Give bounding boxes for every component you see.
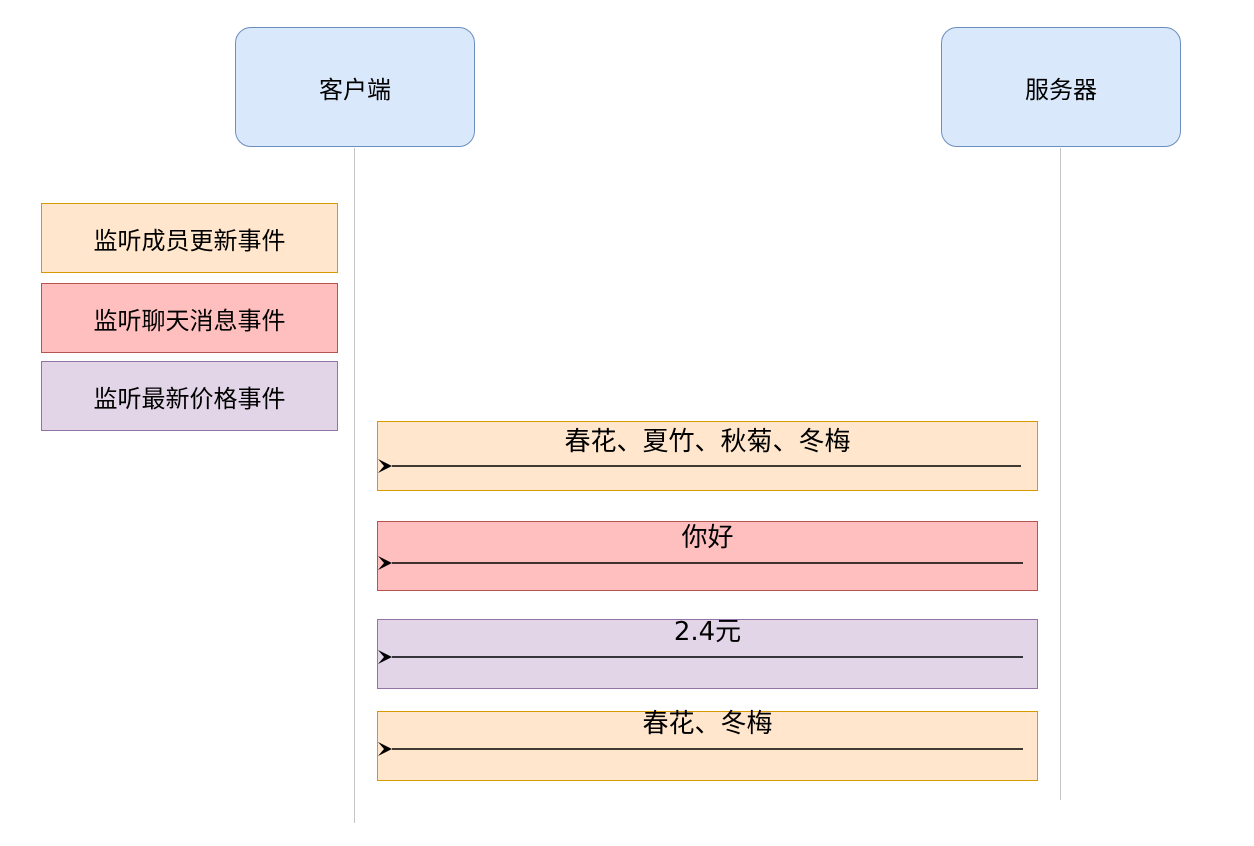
client-actor: 客户端: [235, 27, 475, 147]
server-actor-label: 服务器: [1025, 75, 1097, 104]
server-actor: 服务器: [941, 27, 1181, 147]
subscription-label: 监听最新价格事件: [93, 384, 286, 413]
message-label: 你好: [681, 523, 734, 553]
message-chat: 你好: [377, 521, 1038, 591]
client-lifeline: [354, 148, 355, 823]
message-label: 春花、冬梅: [642, 709, 773, 739]
message-label: 2.4元: [673, 617, 742, 647]
subscription-chat-message: 监听聊天消息事件: [41, 283, 338, 353]
message-label: 春花、夏竹、秋菊、冬梅: [564, 427, 851, 457]
subscription-latest-price: 监听最新价格事件: [41, 361, 338, 431]
client-actor-label: 客户端: [319, 75, 391, 104]
subscription-label: 监听聊天消息事件: [93, 306, 286, 335]
subscription-label: 监听成员更新事件: [93, 226, 286, 255]
subscription-member-update: 监听成员更新事件: [41, 203, 338, 273]
message-member-update-2: 春花、冬梅: [377, 709, 1038, 781]
server-lifeline: [1060, 148, 1061, 800]
message-member-update: 春花、夏竹、秋菊、冬梅: [377, 421, 1038, 491]
message-price: 2.4元: [377, 617, 1038, 689]
